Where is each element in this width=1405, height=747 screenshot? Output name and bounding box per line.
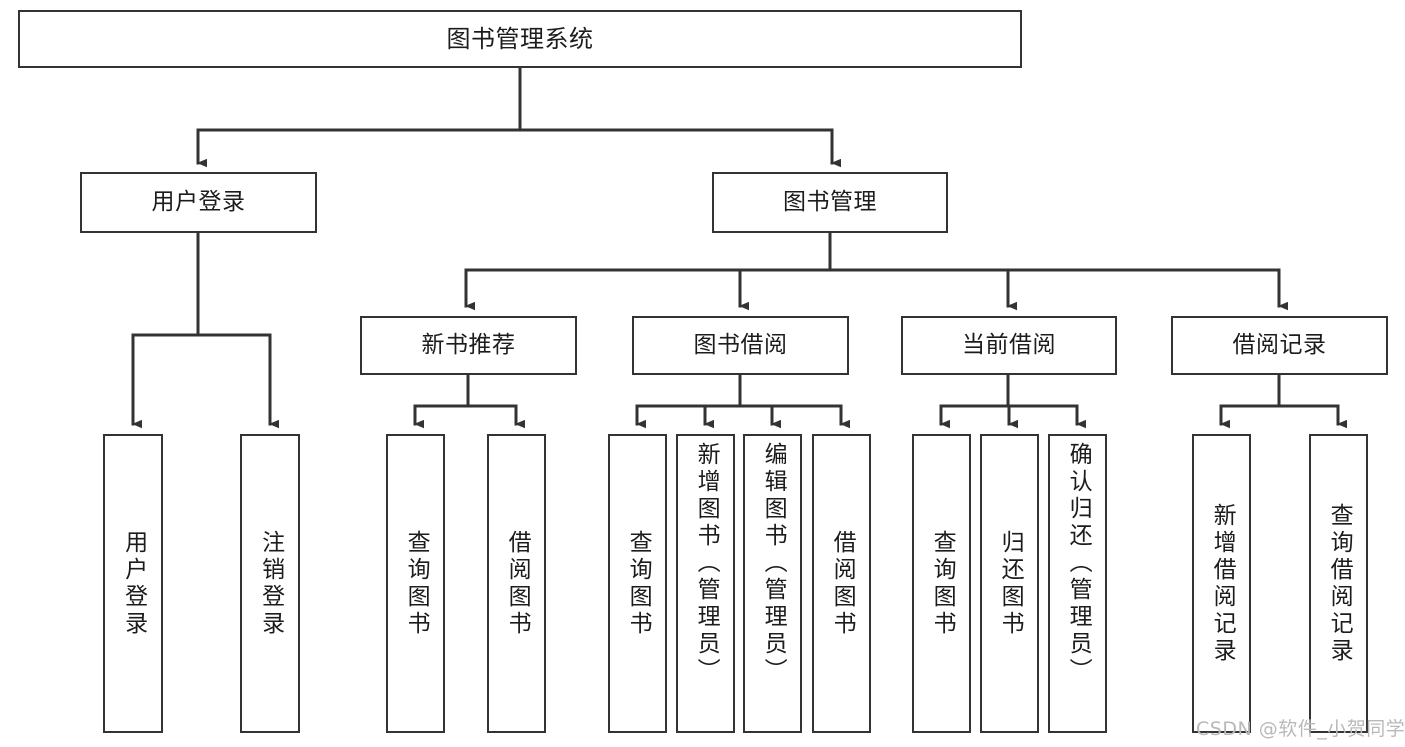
node-leaf-return-book[interactable]: 归还图书 <box>980 434 1039 733</box>
node-borrow-record[interactable]: 借阅记录 <box>1171 316 1388 375</box>
node-leaf-return-book-label: 归还图书 <box>997 529 1024 638</box>
node-leaf-query-book-1-label: 查询图书 <box>403 529 430 638</box>
node-book-borrow-label: 图书借阅 <box>693 331 788 358</box>
node-leaf-borrow-book-1[interactable]: 借阅图书 <box>487 434 546 733</box>
node-leaf-query-book-3-label: 查询图书 <box>929 529 956 638</box>
node-leaf-borrow-book-2-label: 借阅图书 <box>829 529 856 638</box>
node-leaf-user-login-label: 用户登录 <box>120 529 147 638</box>
watermark-text: CSDN @软件_小贺同学 <box>1196 718 1405 740</box>
node-leaf-edit-book-label: 编辑图书（管理员） <box>760 442 787 685</box>
node-root-system[interactable]: 图书管理系统 <box>18 10 1022 68</box>
node-user-login-label: 用户登录 <box>151 188 246 215</box>
node-leaf-confirm-return-label: 确认归还（管理员） <box>1065 442 1092 685</box>
node-leaf-add-record-label: 新增借阅记录 <box>1209 502 1236 665</box>
node-user-login[interactable]: 用户登录 <box>80 172 317 233</box>
node-book-manage-label: 图书管理 <box>783 188 877 215</box>
node-leaf-add-book-label: 新增图书（管理员） <box>693 442 720 685</box>
node-root-system-label: 图书管理系统 <box>446 24 594 53</box>
node-leaf-confirm-return[interactable]: 确认归还（管理员） <box>1048 434 1107 733</box>
node-current-borrow-label: 当前借阅 <box>962 331 1056 358</box>
node-leaf-add-book[interactable]: 新增图书（管理员） <box>676 434 735 733</box>
node-leaf-query-book-1[interactable]: 查询图书 <box>386 434 445 733</box>
node-borrow-record-label: 借阅记录 <box>1232 331 1327 358</box>
node-leaf-query-book-3[interactable]: 查询图书 <box>912 434 971 733</box>
node-leaf-query-record-label: 查询借阅记录 <box>1326 502 1353 665</box>
node-current-borrow[interactable]: 当前借阅 <box>901 316 1117 375</box>
node-book-manage[interactable]: 图书管理 <box>712 172 948 233</box>
node-book-borrow[interactable]: 图书借阅 <box>632 316 849 375</box>
node-leaf-query-book-2[interactable]: 查询图书 <box>608 434 667 733</box>
node-leaf-edit-book[interactable]: 编辑图书（管理员） <box>743 434 802 733</box>
node-leaf-query-record[interactable]: 查询借阅记录 <box>1309 434 1368 733</box>
node-new-book-recommend[interactable]: 新书推荐 <box>360 316 577 375</box>
node-leaf-add-record[interactable]: 新增借阅记录 <box>1192 434 1251 733</box>
node-new-book-recommend-label: 新书推荐 <box>421 331 516 358</box>
node-leaf-logout[interactable]: 注销登录 <box>240 434 300 733</box>
node-leaf-query-book-2-label: 查询图书 <box>625 529 652 638</box>
node-leaf-logout-label: 注销登录 <box>257 529 284 638</box>
node-leaf-borrow-book-2[interactable]: 借阅图书 <box>812 434 871 733</box>
node-leaf-borrow-book-1-label: 借阅图书 <box>504 529 531 638</box>
node-leaf-user-login[interactable]: 用户登录 <box>103 434 163 733</box>
